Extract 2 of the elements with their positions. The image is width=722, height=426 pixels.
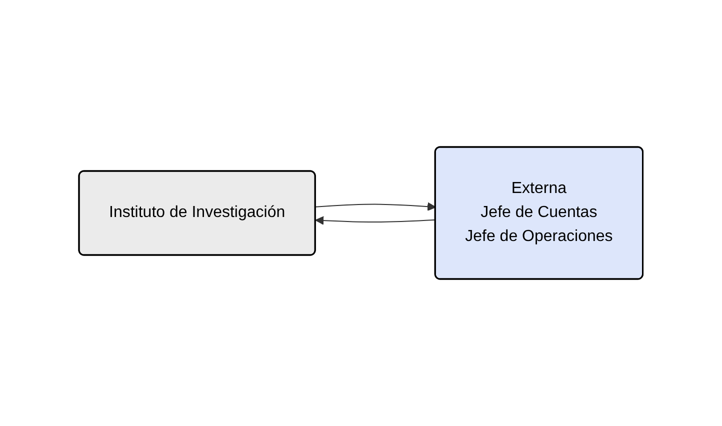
arrow xyxy=(315,202,436,211)
arrow xyxy=(315,216,436,225)
